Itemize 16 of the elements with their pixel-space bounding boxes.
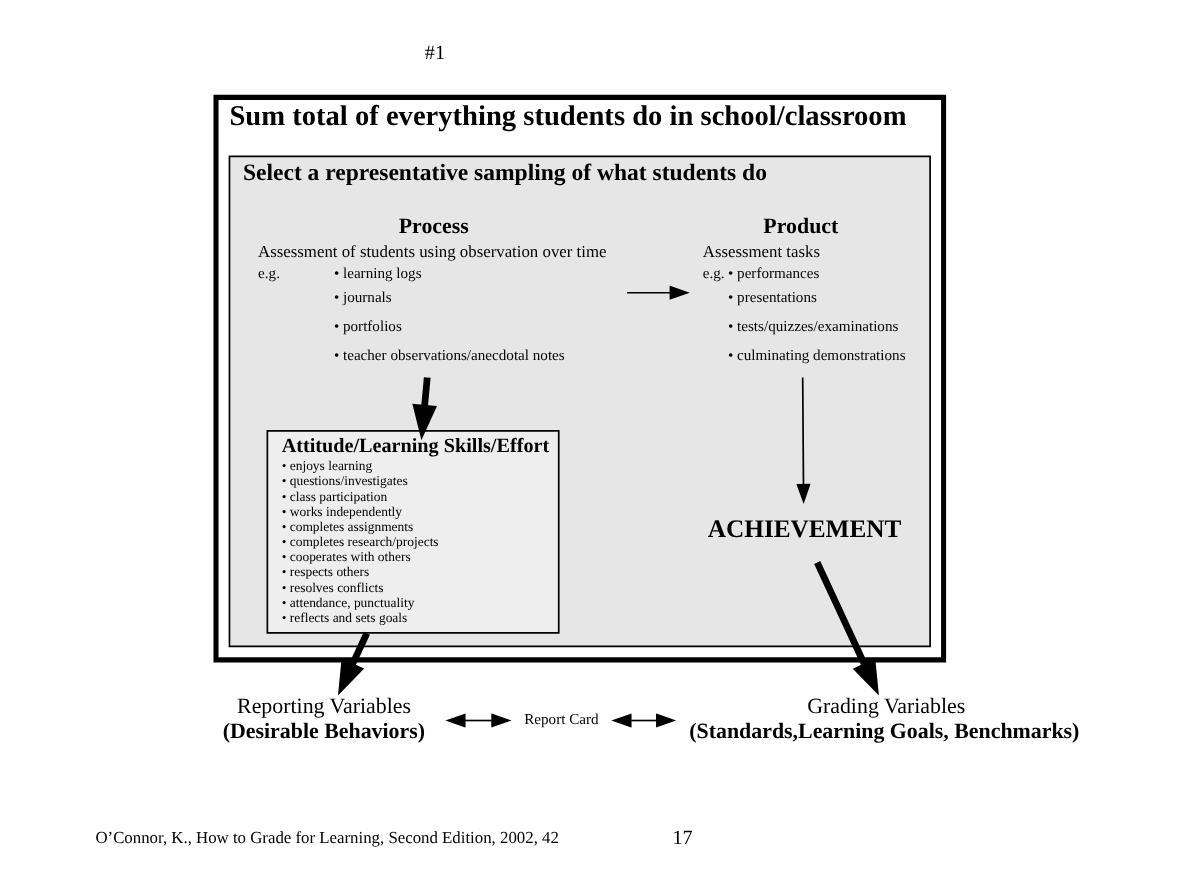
label: O’Connor, K., How to Grade for Learning, Second Edition, 2002, 42 bbox=[94, 826, 558, 847]
node-text: Report Card bbox=[523, 710, 598, 729]
node-text: Grading Variables (Standards,Learning Goals, Benchmarks) bbox=[688, 694, 1079, 745]
label: #1 bbox=[423, 42, 445, 65]
node-text: Process Assessment of students using observation over time e.g. • learning logs • journals • portfolios • teacher observations/anecdotal notes bbox=[257, 214, 606, 364]
arrow bbox=[795, 376, 810, 505]
node-text: ACHIEVEMENT bbox=[706, 514, 901, 543]
arrow bbox=[444, 713, 511, 728]
arrow bbox=[625, 285, 689, 300]
label: 17 bbox=[671, 827, 692, 850]
node-text: Product Assessment tasks e.g. • performances • presentations • tests/quizzes/examinations • culminating demonstrations bbox=[701, 214, 905, 364]
node-text: Reporting Variables (Desirable Behaviors) bbox=[221, 694, 425, 745]
arrow bbox=[813, 561, 878, 696]
arrow bbox=[336, 631, 369, 696]
arrow bbox=[411, 377, 437, 441]
arrow bbox=[610, 713, 676, 728]
